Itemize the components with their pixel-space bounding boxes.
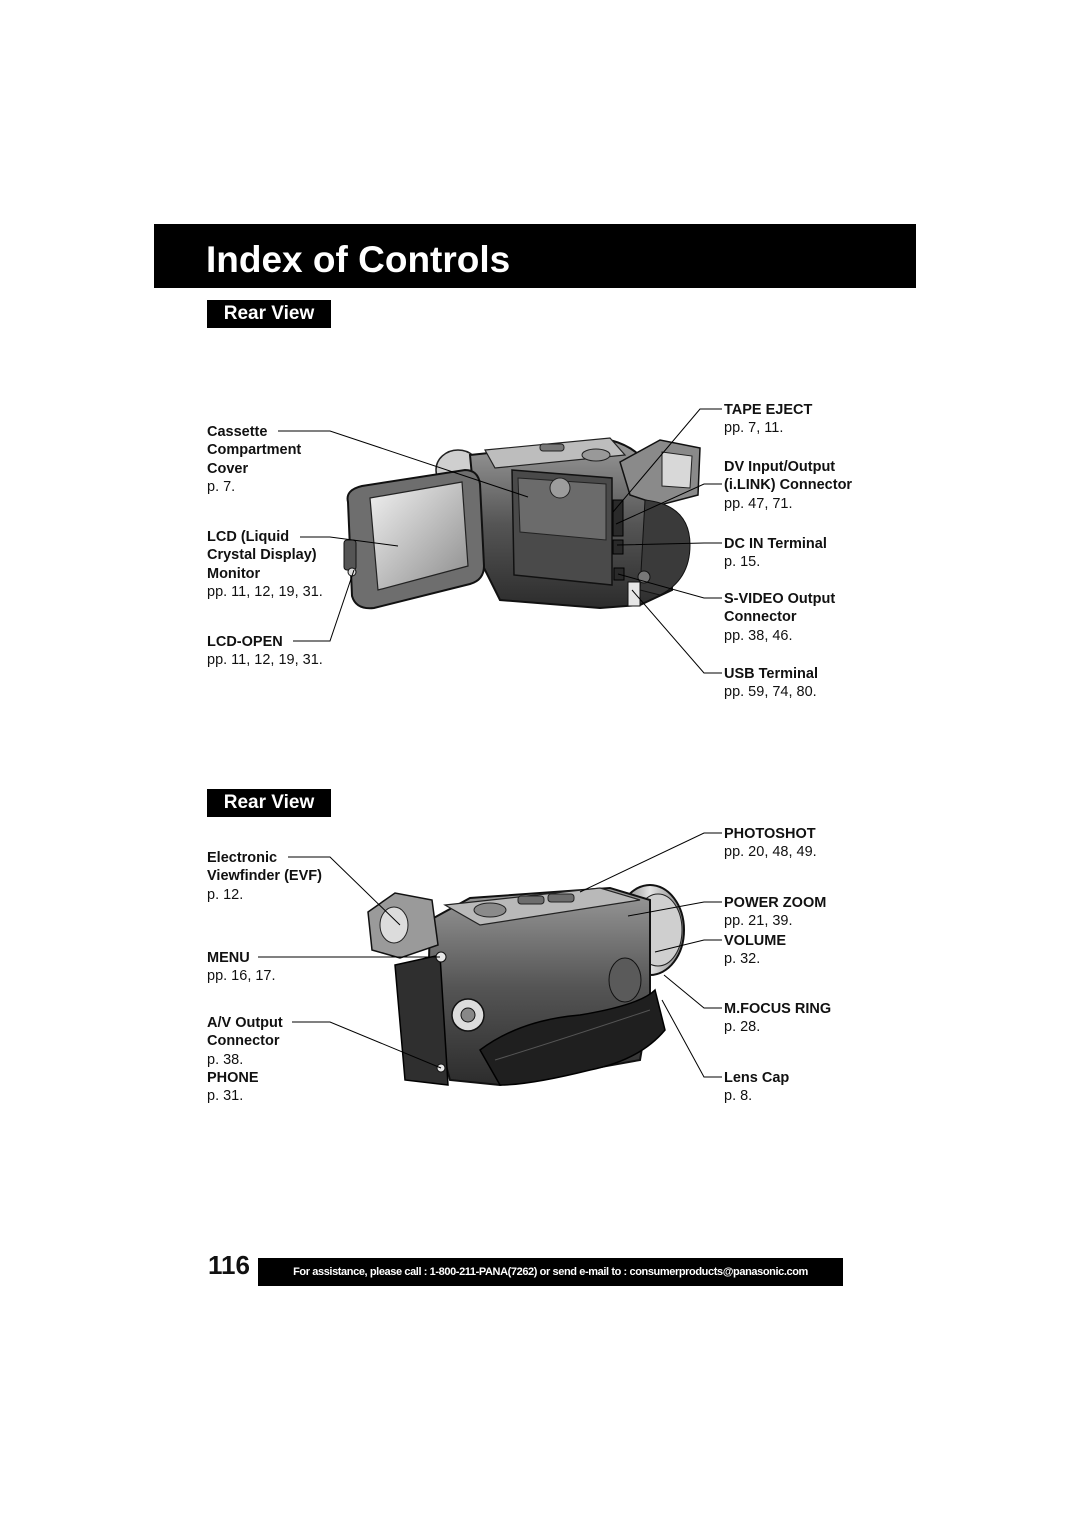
label-lens-cap: Lens Cap p. 8. (724, 1069, 789, 1106)
label-pages: p. 8. (724, 1088, 753, 1105)
label-menu: MENU pp. 16, 17. (207, 949, 276, 986)
label-pages: pp. 7, 11. (724, 420, 784, 437)
label-s-video-output: S-VIDEO Output Connector pp. 38, 46. (724, 590, 835, 645)
label-pages: p. 28. (724, 1019, 761, 1036)
label-pages: p. 12. (207, 886, 244, 903)
page-title: Index of Controls (206, 239, 511, 280)
label-pages: pp. 16, 17. (207, 968, 276, 985)
label-dc-in-terminal: DC IN Terminal p. 15. (724, 535, 827, 572)
leader-lines-top-left (278, 430, 529, 642)
label-lcd-monitor: LCD (Liquid Crystal Display) Monitor pp.… (207, 528, 323, 601)
label-tape-eject: TAPE EJECT pp. 7, 11. (724, 401, 812, 438)
camcorder-rear-three-quarter (367, 884, 685, 1087)
label-pages: pp. 21, 39. (724, 913, 793, 930)
label-title: DV Input/Output (i.LINK) Connector (724, 459, 853, 494)
label-m-focus-ring: M.FOCUS RING p. 28. (724, 1000, 831, 1037)
label-title: A/V Output Connector (207, 1015, 283, 1050)
label-usb-terminal: USB Terminal pp. 59, 74, 80. (724, 665, 818, 702)
label-title: M.FOCUS RING (724, 1001, 832, 1017)
label-electronic-viewfinder: Electronic Viewfinder (EVF) p. 12. (207, 849, 322, 904)
label-title: DC IN Terminal (724, 536, 827, 552)
label-pages: p. 31. (207, 1088, 244, 1105)
label-title: S-VIDEO Output Connector (724, 591, 836, 626)
label-title: LCD (Liquid Crystal Display) Monitor (207, 529, 317, 582)
label-title: Cassette Compartment Cover (207, 424, 302, 477)
label-pages: pp. 11, 12, 19, 31. (207, 583, 323, 600)
label-photoshot: PHOTOSHOT pp. 20, 48, 49. (724, 825, 817, 862)
leader-lines-bottom-right (579, 832, 722, 1078)
label-cassette-compartment-cover: Cassette Compartment Cover p. 7. (207, 423, 301, 496)
label-pages: pp. 47, 71. (724, 495, 793, 512)
label-pages: p. 38. (207, 1051, 244, 1068)
label-pages: pp. 20, 48, 49. (724, 844, 817, 861)
label-dv-input-output: DV Input/Output (i.LINK) Connector pp. 4… (724, 458, 852, 513)
label-pages: pp. 38, 46. (724, 627, 793, 644)
section-heading-rear-view-1: Rear View (207, 300, 331, 328)
label-title: Lens Cap (724, 1070, 790, 1086)
page-number: 116 (208, 1250, 250, 1280)
label-title: MENU (207, 950, 250, 966)
label-title: USB Terminal (724, 666, 819, 682)
leader-lines-top-right (612, 408, 722, 674)
label-pages: p. 32. (724, 951, 761, 968)
label-title: LCD-OPEN (207, 634, 283, 650)
label-title: PHOTOSHOT (724, 826, 816, 842)
camcorder-rear-lcd-open (343, 437, 701, 610)
label-title: Electronic Viewfinder (EVF) (207, 850, 322, 885)
section-heading-rear-view-2: Rear View (207, 789, 331, 817)
title-banner: Index of Controls (154, 224, 916, 288)
label-title: VOLUME (724, 933, 787, 949)
label-title: TAPE EJECT (724, 402, 813, 418)
label-pages: p. 15. (724, 554, 761, 571)
label-title: POWER ZOOM (724, 895, 827, 911)
label-title: PHONE (207, 1070, 259, 1086)
leader-lines-bottom-left (258, 856, 442, 1069)
label-power-zoom: POWER ZOOM pp. 21, 39. (724, 894, 826, 931)
label-av-output-connector: A/V Output Connector p. 38. (207, 1014, 283, 1069)
label-volume: VOLUME p. 32. (724, 932, 786, 969)
assistance-footer: For assistance, please call : 1-800-211-… (258, 1258, 843, 1286)
label-pages: p. 7. (207, 478, 236, 495)
label-pages: pp. 59, 74, 80. (724, 684, 817, 701)
label-phone: PHONE p. 31. (207, 1069, 259, 1106)
label-lcd-open: LCD-OPEN pp. 11, 12, 19, 31. (207, 633, 323, 670)
label-pages: pp. 11, 12, 19, 31. (207, 652, 323, 669)
